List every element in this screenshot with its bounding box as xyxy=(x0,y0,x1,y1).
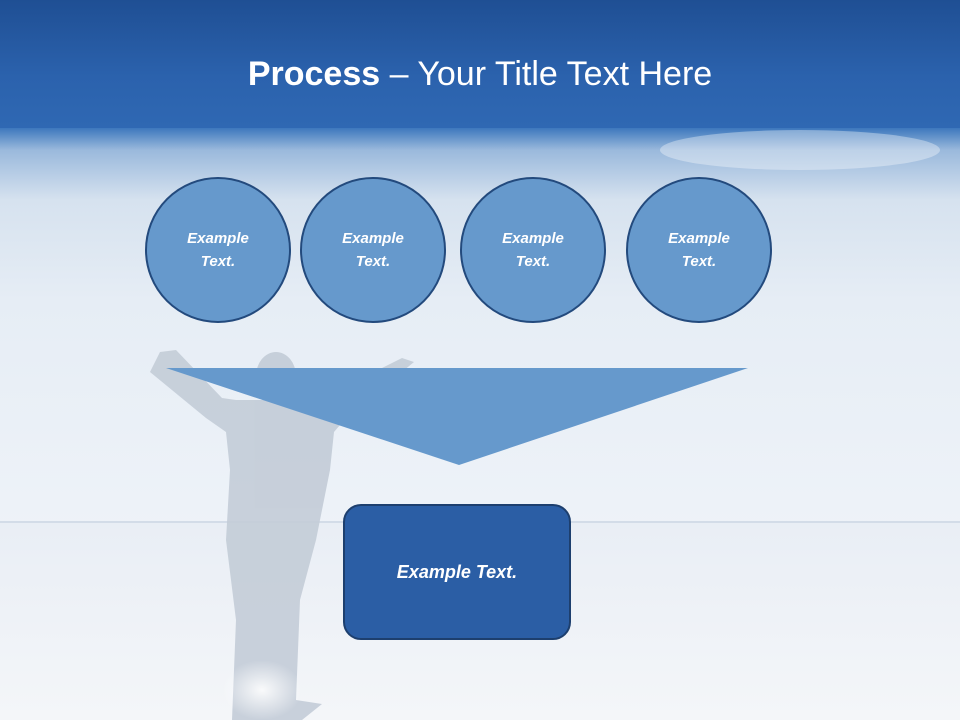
process-circle-3[interactable]: Example Text. xyxy=(460,177,606,323)
title-band xyxy=(0,0,960,128)
result-box[interactable]: Example Text. xyxy=(343,504,571,640)
slide-title: Process – Your Title Text Here xyxy=(0,52,960,96)
process-circle-label: Example Text. xyxy=(342,230,404,270)
process-circle-2[interactable]: Example Text. xyxy=(300,177,446,323)
funnel-arrow[interactable] xyxy=(166,368,748,465)
title-rest: – Your Title Text Here xyxy=(380,55,713,93)
process-circle-label: Example Text. xyxy=(502,230,564,270)
process-circle-label: Example Text. xyxy=(187,230,249,270)
title-bold: Process xyxy=(247,55,381,93)
process-circle-4[interactable]: Example Text. xyxy=(626,177,772,323)
process-circle-1[interactable]: Example Text. xyxy=(145,177,291,323)
result-label: Example Text. xyxy=(396,561,518,582)
process-circle-label: Example Text. xyxy=(668,230,730,270)
